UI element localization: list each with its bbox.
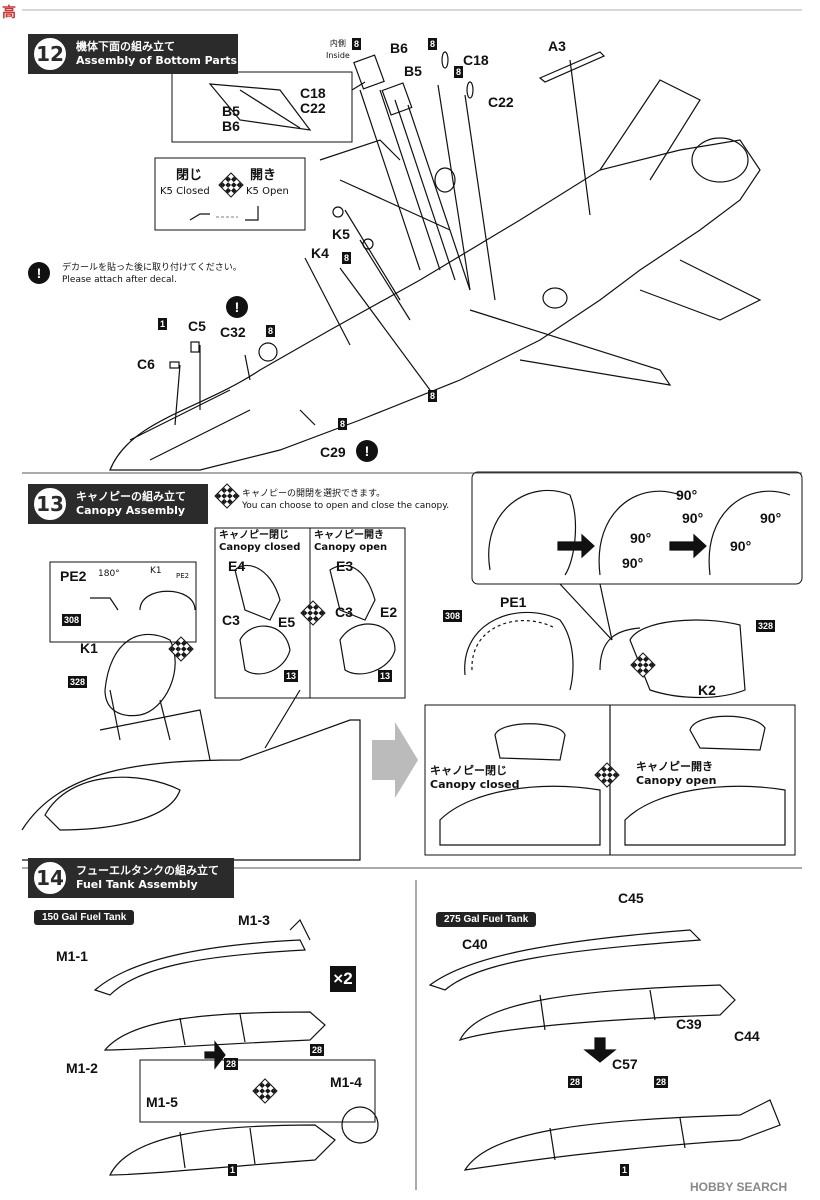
label-A3: A3 (548, 38, 566, 54)
label-C3: C3 (335, 604, 353, 620)
code-8: 8 (428, 390, 438, 402)
code-28: 28 (568, 1076, 583, 1088)
code-1: 1 (228, 1164, 238, 1176)
step-14-title-jp: フューエルタンクの組み立て (76, 864, 219, 877)
label-PE2: PE2 (60, 568, 87, 584)
code-1: 1 (158, 318, 168, 330)
code-328: 328 (756, 620, 776, 632)
label-C22: C22 (488, 94, 514, 110)
code-28: 28 (654, 1076, 669, 1088)
code-8: 8 (428, 38, 438, 50)
label-M1-1: M1-1 (56, 948, 88, 964)
label-90deg: 90° (760, 510, 782, 526)
label-PE1: PE1 (500, 594, 527, 610)
label-C5: C5 (188, 318, 206, 334)
code-13: 13 (284, 670, 299, 682)
code-8: 8 (342, 252, 352, 264)
label-E3: E3 (336, 558, 354, 574)
code-328: 328 (68, 676, 88, 688)
label-M1-2: M1-2 (66, 1060, 98, 1076)
k5-open-en: K5 Open (246, 186, 289, 197)
code-8: 8 (352, 38, 362, 50)
step-14-title-en: Fuel Tank Assembly (76, 878, 198, 891)
canopy-choice-note: キャノピーの開閉を選択できます。You can choose to open a… (242, 489, 450, 511)
code-28: 28 (310, 1044, 325, 1056)
label-90deg: 90° (730, 538, 752, 554)
label-C6: C6 (137, 356, 155, 372)
code-308: 308 (443, 610, 463, 622)
watermark-logo: 高 (2, 4, 16, 20)
label-C57: C57 (612, 1056, 638, 1072)
step-12-title-en: Assembly of Bottom Parts (76, 54, 238, 67)
label-M1-3: M1-3 (238, 912, 270, 928)
label-90deg: 90° (622, 555, 644, 571)
quantity-x2-badge: ×2 (330, 966, 356, 992)
step-12-number: 12 (32, 36, 68, 72)
step-14-header: 14 フューエルタンクの組み立て Fuel Tank Assembly (28, 858, 234, 898)
k5-open-jp: 開き (250, 167, 277, 182)
attention-icon: ! (28, 262, 50, 284)
step-13-header: 13 キャノピーの組み立て Canopy Assembly (28, 484, 208, 524)
label-90deg: 90° (676, 487, 698, 503)
label-E5: E5 (278, 614, 296, 630)
step-12-header: 12 機体下面の組み立て Assembly of Bottom Parts (28, 34, 238, 74)
tank-275-label: 275 Gal Fuel Tank (436, 912, 537, 927)
code-8: 8 (338, 418, 348, 430)
code-308: 308 (62, 614, 82, 626)
label-K2: K2 (698, 682, 716, 698)
attention-icon: ! (226, 296, 248, 318)
code-28: 28 (224, 1058, 239, 1070)
label-K5: K5 (332, 226, 350, 242)
label-PE2-small: PE2 (176, 572, 190, 580)
label-C39: C39 (676, 1016, 702, 1032)
code-1: 1 (620, 1164, 630, 1176)
label-C3: C3 (222, 612, 240, 628)
label-C32: C32 (220, 324, 246, 340)
label-90deg: 90° (682, 510, 704, 526)
label-90deg: 90° (630, 530, 652, 546)
step-12-title-jp: 機体下面の組み立て (76, 40, 175, 53)
label-B5: B5 (404, 63, 422, 79)
label-C18: C18 (463, 52, 489, 68)
k5-closed-en: K5 Closed (160, 186, 210, 197)
label-M1-5: M1-5 (146, 1094, 178, 1110)
label-180deg: 180° (98, 569, 120, 579)
label-E4: E4 (228, 558, 246, 574)
step-13-title-jp: キャノピーの組み立て (76, 490, 186, 503)
label-K4: K4 (311, 245, 329, 261)
label-E2: E2 (380, 604, 398, 620)
label-K1: K1 (80, 640, 98, 656)
aircraft-bottom-view (109, 51, 762, 471)
label-C44: C44 (734, 1028, 760, 1044)
k5-closed-jp: 閉じ (176, 167, 203, 182)
tank-150-label: 150 Gal Fuel Tank (34, 910, 135, 925)
decal-note: デカールを貼った後に取り付けてください。Please attach after … (62, 263, 242, 285)
label-B6: B6 (390, 40, 408, 56)
label-C40: C40 (462, 936, 488, 952)
code-8: 8 (454, 66, 464, 78)
step-14-number: 14 (32, 860, 68, 896)
step-13-number: 13 (32, 486, 68, 522)
label-M1-4: M1-4 (330, 1074, 362, 1090)
label-C29: C29 (320, 444, 346, 460)
code-8: 8 (266, 325, 276, 337)
label-K1-small: K1 (150, 566, 162, 576)
footer-watermark: HOBBY SEARCH (690, 1180, 788, 1194)
step-13-title-en: Canopy Assembly (76, 504, 186, 517)
code-13: 13 (378, 670, 393, 682)
attention-icon: ! (356, 440, 378, 462)
label-C45: C45 (618, 890, 644, 906)
